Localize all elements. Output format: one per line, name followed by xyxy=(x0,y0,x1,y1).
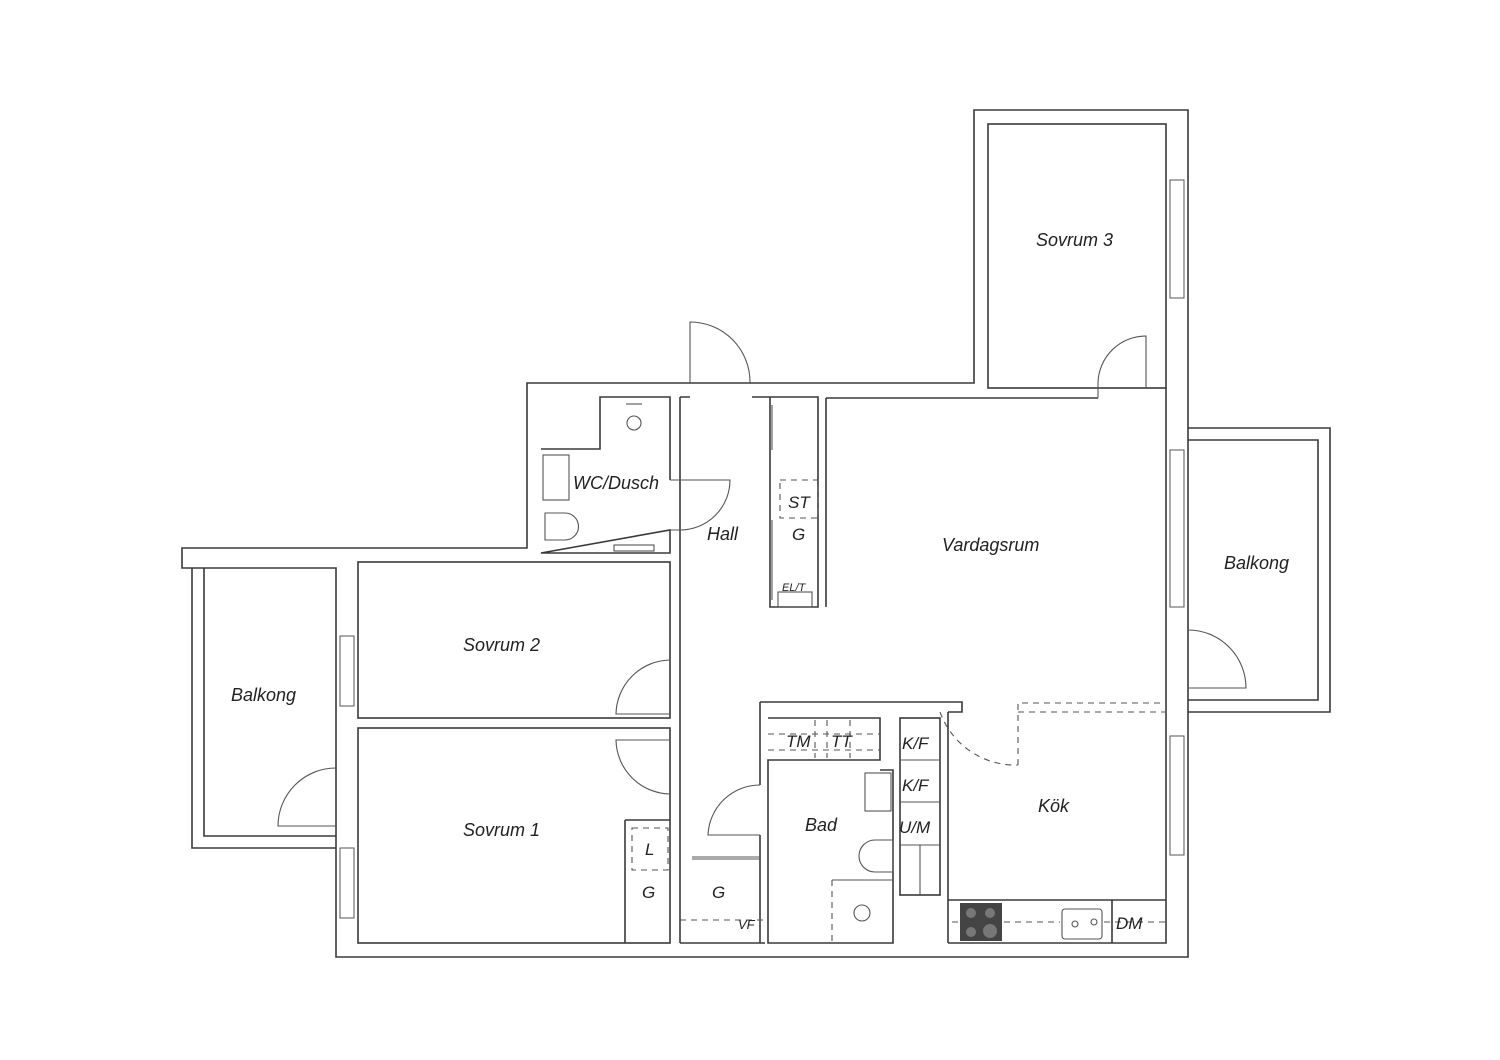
label-bad: Bad xyxy=(805,815,838,835)
window xyxy=(1169,735,1185,856)
room-bad xyxy=(759,701,963,944)
room-kok xyxy=(947,712,1166,943)
door-sovrum2 xyxy=(615,659,671,715)
label-wc-dusch: WC/Dusch xyxy=(573,473,659,493)
door-bad xyxy=(707,784,761,836)
window xyxy=(339,635,355,707)
label-hall-g: G xyxy=(792,525,805,544)
room-sovrum3 xyxy=(987,123,1167,389)
label-tm: TM xyxy=(786,732,811,751)
label-sovrum3: Sovrum 3 xyxy=(1036,230,1113,250)
label-tt: TT xyxy=(831,732,853,751)
label-kok: Kök xyxy=(1038,796,1070,816)
label-st: ST xyxy=(788,493,811,512)
room-sovrum1 xyxy=(357,727,671,944)
label-balkong-left: Balkong xyxy=(231,685,296,705)
label-vf: VF xyxy=(738,917,756,932)
door-entrance xyxy=(689,321,751,384)
label-sovrum1-g: G xyxy=(642,883,655,902)
label-balkong-right: Balkong xyxy=(1224,553,1289,573)
balcony-left xyxy=(191,568,336,849)
label-closet-g: G xyxy=(712,883,725,902)
label-sovrum1: Sovrum 1 xyxy=(463,820,540,840)
window xyxy=(1169,179,1185,299)
label-hall: Hall xyxy=(707,524,739,544)
label-kf-2: K/F xyxy=(902,776,930,795)
room-sovrum2 xyxy=(357,561,671,719)
balcony-right xyxy=(1188,427,1331,713)
outer-wall xyxy=(181,109,1189,958)
label-l: L xyxy=(645,840,654,859)
door-sovrum1 xyxy=(615,739,671,795)
label-kf-1: K/F xyxy=(902,734,930,753)
door-balkong-right xyxy=(1187,629,1247,689)
window xyxy=(1169,449,1185,608)
label-vardagsrum: Vardagsrum xyxy=(942,535,1039,555)
label-el-t: EL/T xyxy=(782,582,807,594)
sink-icon xyxy=(1061,908,1103,940)
door-sovrum3 xyxy=(1097,335,1147,398)
door-balkong-left xyxy=(277,767,337,827)
label-sovrum2: Sovrum 2 xyxy=(463,635,540,655)
label-um: U/M xyxy=(899,818,931,837)
room-hall xyxy=(679,396,819,944)
label-dm: DM xyxy=(1116,914,1143,933)
stove-icon xyxy=(960,903,1002,941)
room-vardagsrum xyxy=(825,388,1167,944)
window xyxy=(339,847,355,919)
door-wc xyxy=(670,479,731,531)
room-wc-dusch xyxy=(540,396,671,554)
